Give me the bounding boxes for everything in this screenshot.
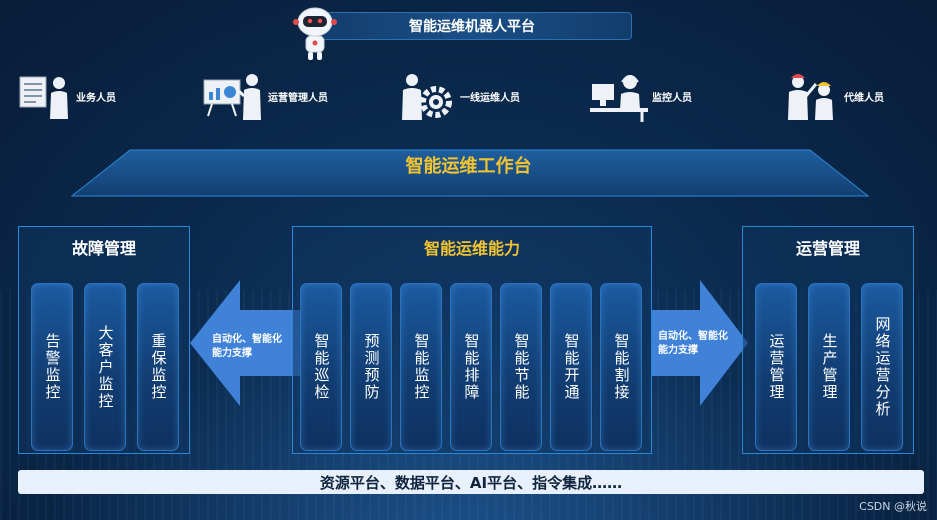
arrow-text: 自动化、智能化 [212, 334, 282, 345]
capability-item: 大客户监控 [84, 283, 126, 451]
arrow-text: 能力支撑 [212, 348, 252, 359]
panel-fault-management: 故障管理 告警监控 大客户监控 重保监控 [18, 226, 190, 454]
capability-item: 智能巡检 [300, 283, 342, 451]
item-label: 生产管理 [820, 333, 839, 401]
capability-item: 智能节能 [500, 283, 542, 451]
workbench-platform [70, 149, 870, 197]
item-label: 智能监控 [412, 333, 431, 401]
capability-item: 运营管理 [755, 283, 797, 451]
item-label: 运营管理 [767, 333, 786, 401]
panel-operation-management: 运营管理 运营管理 生产管理 网络运营分析 [742, 226, 914, 454]
item-label: 预测预防 [362, 333, 381, 401]
contractor-workers-icon [788, 74, 833, 120]
item-label: 智能开通 [562, 333, 581, 401]
capability-item: 网络运营分析 [861, 283, 903, 451]
item-label: 告警监控 [43, 333, 62, 401]
monitor-operator-icon [590, 75, 648, 122]
role-label: 一线运维人员 [460, 92, 520, 104]
presenter-icon [203, 74, 261, 120]
arrow-text: 能力支撑 [658, 345, 698, 356]
capability-item: 智能割接 [600, 283, 642, 451]
foundation-platform-label: 资源平台、数据平台、AI平台、指令集成…… [319, 473, 623, 492]
role-monitor: 监控人员 [590, 68, 692, 124]
panel-intelligent-capability: 智能运维能力 智能巡检 预测预防 智能监控 智能排障 智能节能 智能开通 智能割… [292, 226, 652, 454]
right-arrow-label: 自动化、智能化 能力支撑 [658, 330, 728, 358]
robot-mascot-icon [293, 7, 337, 60]
item-label: 智能排障 [462, 333, 481, 401]
capability-item: 告警监控 [31, 283, 73, 451]
role-contractor: 代维人员 [782, 68, 884, 124]
platform-title: 智能运维机器人平台 [409, 19, 535, 35]
panel-title: 智能运维能力 [423, 239, 520, 258]
role-business: 业务人员 [18, 68, 116, 124]
business-person-icon [19, 76, 68, 119]
item-label: 大客户监控 [96, 324, 115, 410]
item-label: 智能巡检 [312, 333, 331, 401]
left-arrow-label: 自动化、智能化 能力支撑 [212, 333, 282, 361]
left-arrow [190, 280, 300, 406]
role-label: 业务人员 [76, 92, 116, 104]
role-label: 监控人员 [652, 92, 692, 104]
role-label: 代维人员 [844, 92, 884, 104]
item-label: 智能节能 [512, 333, 531, 401]
role-frontline-engineer: 一线运维人员 [398, 68, 520, 124]
workbench-label: 智能运维工作台 [405, 156, 532, 177]
right-arrow [652, 280, 748, 406]
foundation-platform-bar: 资源平台、数据平台、AI平台、指令集成…… [18, 470, 924, 494]
item-label: 重保监控 [149, 333, 168, 401]
capability-item: 预测预防 [350, 283, 392, 451]
panel-title: 故障管理 [71, 239, 136, 258]
capability-item: 智能排障 [450, 283, 492, 451]
item-label: 网络运营分析 [873, 316, 892, 418]
capability-item: 重保监控 [137, 283, 179, 451]
capability-item: 智能开通 [550, 283, 592, 451]
capability-item: 智能监控 [400, 283, 442, 451]
panel-title: 运营管理 [795, 239, 860, 258]
capability-item: 生产管理 [808, 283, 850, 451]
role-label: 运营管理人员 [268, 92, 328, 104]
role-operations-manager: 运营管理人员 [202, 68, 328, 124]
watermark: CSDN @秋说 [859, 500, 927, 513]
arrow-text: 自动化、智能化 [658, 331, 728, 342]
engineer-gear-icon [402, 74, 452, 120]
platform-title-bar: 智能运维机器人平台 [312, 12, 632, 40]
item-label: 智能割接 [612, 333, 631, 401]
